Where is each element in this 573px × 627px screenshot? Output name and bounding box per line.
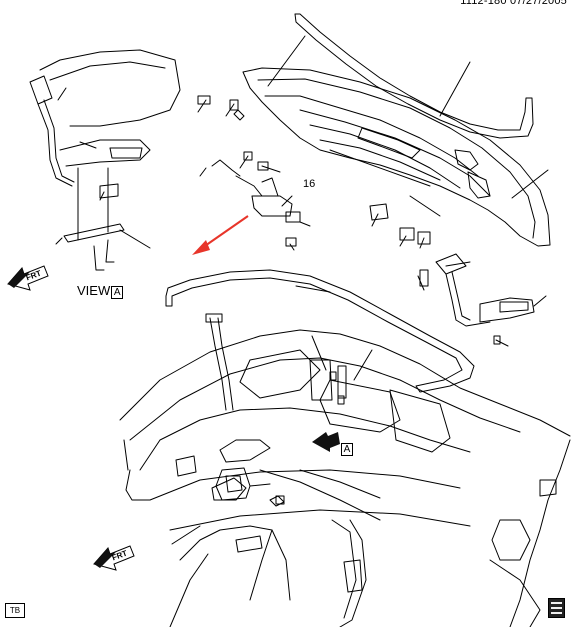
right-hinge-detail xyxy=(419,253,535,327)
latch-assembly xyxy=(199,159,293,553)
view-letter-box: A xyxy=(111,286,124,299)
callout-16: 16 xyxy=(303,178,316,190)
pointer-arrow-icon xyxy=(192,215,249,255)
body-weatherstrip xyxy=(165,269,475,393)
view-text: VIEW xyxy=(77,283,111,298)
page-corner-icon xyxy=(548,598,565,618)
document-id: 1112-180 07/27/2005 xyxy=(460,0,567,7)
left-hinge-detail xyxy=(29,49,181,271)
trunk-body xyxy=(119,313,571,627)
trunk-lid xyxy=(233,67,551,247)
leader-lines xyxy=(55,35,549,545)
front-direction-arrow-icon xyxy=(93,545,135,571)
tb-box: TB xyxy=(5,603,25,618)
section-a-box: A xyxy=(341,443,353,456)
lid-weatherstrip xyxy=(294,13,534,139)
front-direction-arrow-icon xyxy=(7,265,49,291)
view-a-arrow-icon xyxy=(312,432,340,452)
